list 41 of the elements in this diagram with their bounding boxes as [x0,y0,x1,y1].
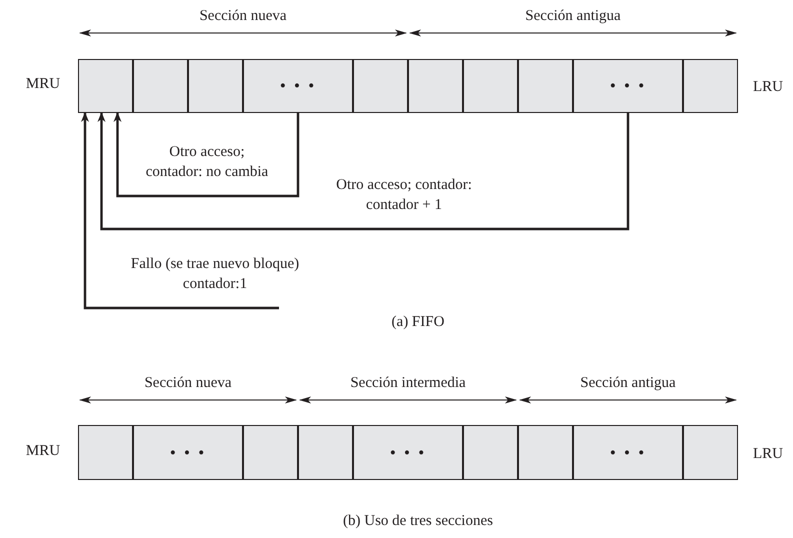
cell-box [683,59,738,113]
end-label: MRU [26,76,60,93]
section-label: Sección nueva [199,8,287,25]
memory-cell [573,425,683,480]
edge-label: Otro acceso; contador: contador + 1 [335,176,473,214]
arrow [114,112,300,198]
cell-box [243,425,298,480]
edge-label: Otro acceso; contador: no cambia [144,143,270,182]
ellipsis: • • • [610,76,646,96]
cell-box [353,59,408,113]
cell-box [518,59,573,113]
ellipsis: • • • [610,442,646,462]
arrow [98,112,630,230]
cell-box [133,59,188,113]
section-label: Sección intermedia [350,375,466,392]
figure-caption: (b) Uso de tres secciones [343,513,493,530]
cell-box [298,425,353,480]
memory-cell [353,425,463,480]
cell-box [408,59,463,113]
memory-cell [573,59,683,113]
ellipsis: • • • [170,442,206,462]
cell-box [463,425,518,480]
cell-box [518,425,573,480]
figure-caption: (a) FIFO [392,314,444,331]
cell-box [463,59,518,113]
end-label: MRU [26,443,60,460]
section-label: Sección antigua [525,8,621,25]
memory-cell [243,59,353,113]
cell-box [78,425,133,480]
end-label: LRU [753,79,783,96]
section-label: Sección nueva [144,375,232,392]
cell-box [188,59,243,113]
edge-label: Fallo (se trae nuevo bloque) contador:1 [130,255,300,294]
arrow [81,112,279,310]
end-label: LRU [753,446,783,463]
cell-box [78,59,133,113]
memory-cell [133,425,243,480]
section-label: Sección antigua [580,375,676,392]
cell-box [683,425,738,480]
ellipsis: • • • [280,76,316,96]
ellipsis: • • • [390,442,426,462]
